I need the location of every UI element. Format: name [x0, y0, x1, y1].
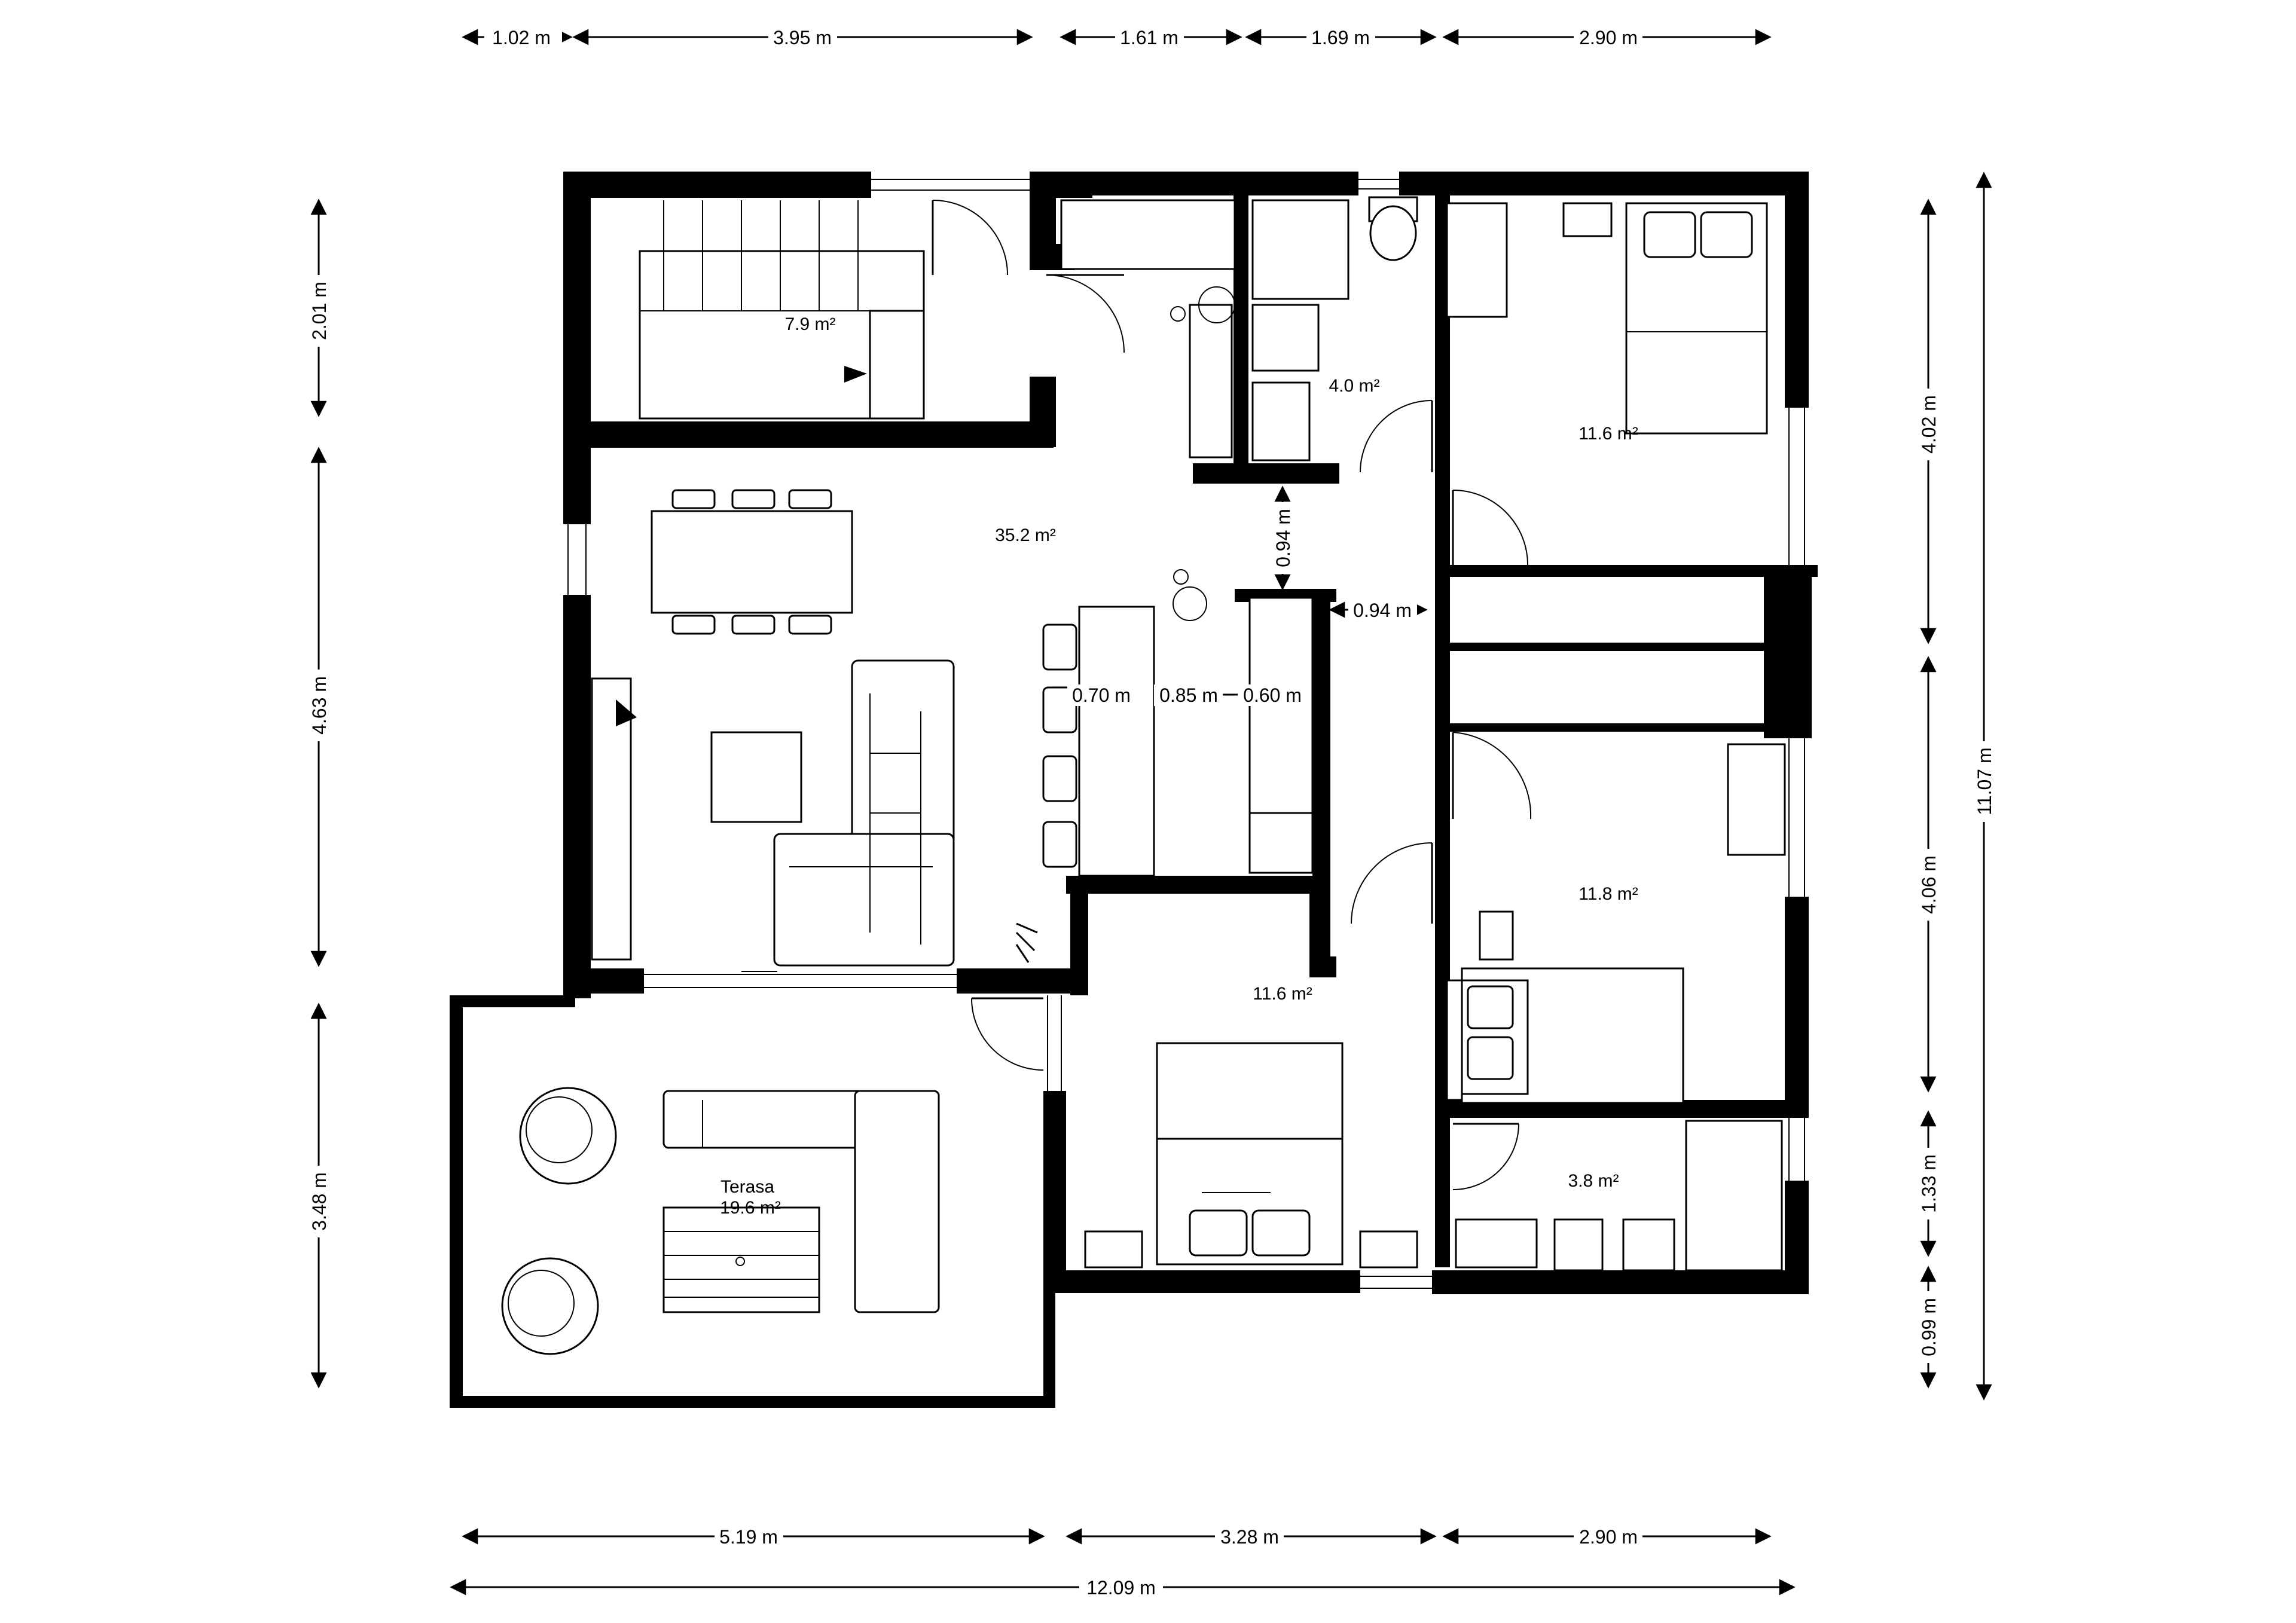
dim-top-2: 3.95 m: [773, 27, 832, 48]
dim-top-5: 2.90 m: [1579, 27, 1638, 48]
dim-right-3: 1.33 m: [1918, 1154, 1940, 1213]
room-stairs-area: 7.9 m²: [784, 314, 835, 334]
room-bathroom-area: 3.8 m²: [1568, 1171, 1619, 1191]
dim-right-1: 4.02 m: [1918, 395, 1940, 454]
room-labels: 7.9 m² 4.0 m² 11.6 m² 35.2 m² 11.8 m² 11…: [720, 314, 1638, 1218]
dim-left-2: 4.63 m: [309, 676, 330, 735]
dining-chairs: [671, 489, 832, 635]
dimension-labels: 1.02 m 3.95 m 1.61 m 1.69 m 2.90 m 5.19 …: [307, 27, 1995, 1598]
staircase: [639, 200, 925, 420]
dim-bottom-2: 3.28 m: [1220, 1526, 1279, 1548]
doors: [741, 200, 1532, 1190]
dim-left-3: 3.48 m: [309, 1172, 330, 1231]
dim-gap-a: 0.70 m: [1072, 684, 1131, 706]
room-bedroom-s-area: 11.6 m²: [1253, 984, 1312, 1004]
dim-bottom-3: 2.90 m: [1579, 1526, 1638, 1548]
furniture: [591, 196, 1786, 1271]
dim-gap-b: 0.85 m: [1159, 684, 1218, 706]
room-living-area: 35.2 m²: [995, 525, 1056, 545]
dim-corridor-horizontal: 0.94 m: [1353, 600, 1412, 621]
dim-total-width: 12.09 m: [1086, 1577, 1156, 1598]
room-bedroom-e-area: 11.8 m²: [1578, 884, 1638, 904]
dim-right-4: 0.99 m: [1918, 1298, 1940, 1356]
room-terrace-area: 19.6 m²: [720, 1198, 781, 1218]
dim-top-1: 1.02 m: [492, 27, 551, 48]
room-terrace-name: Terasa: [720, 1177, 774, 1197]
bar-stools: [1042, 623, 1077, 868]
dim-top-4: 1.69 m: [1311, 27, 1370, 48]
windows: [567, 179, 1805, 1289]
sectional-sofa: [773, 659, 955, 967]
walls: [450, 172, 1818, 1408]
dim-top-3: 1.61 m: [1120, 27, 1178, 48]
dim-right-2: 4.06 m: [1918, 855, 1940, 914]
dim-gap-c: 0.60 m: [1243, 684, 1302, 706]
dim-corridor-vertical: 0.94 m: [1272, 509, 1294, 567]
dim-total-height: 11.07 m: [1974, 747, 1995, 815]
terrace-furniture: [501, 1087, 940, 1355]
dim-bottom-1: 5.19 m: [719, 1526, 778, 1548]
room-bedroom-ne-area: 11.6 m²: [1578, 424, 1638, 444]
room-wc-area: 4.0 m²: [1329, 376, 1379, 396]
dim-left-1: 2.01 m: [309, 282, 330, 340]
